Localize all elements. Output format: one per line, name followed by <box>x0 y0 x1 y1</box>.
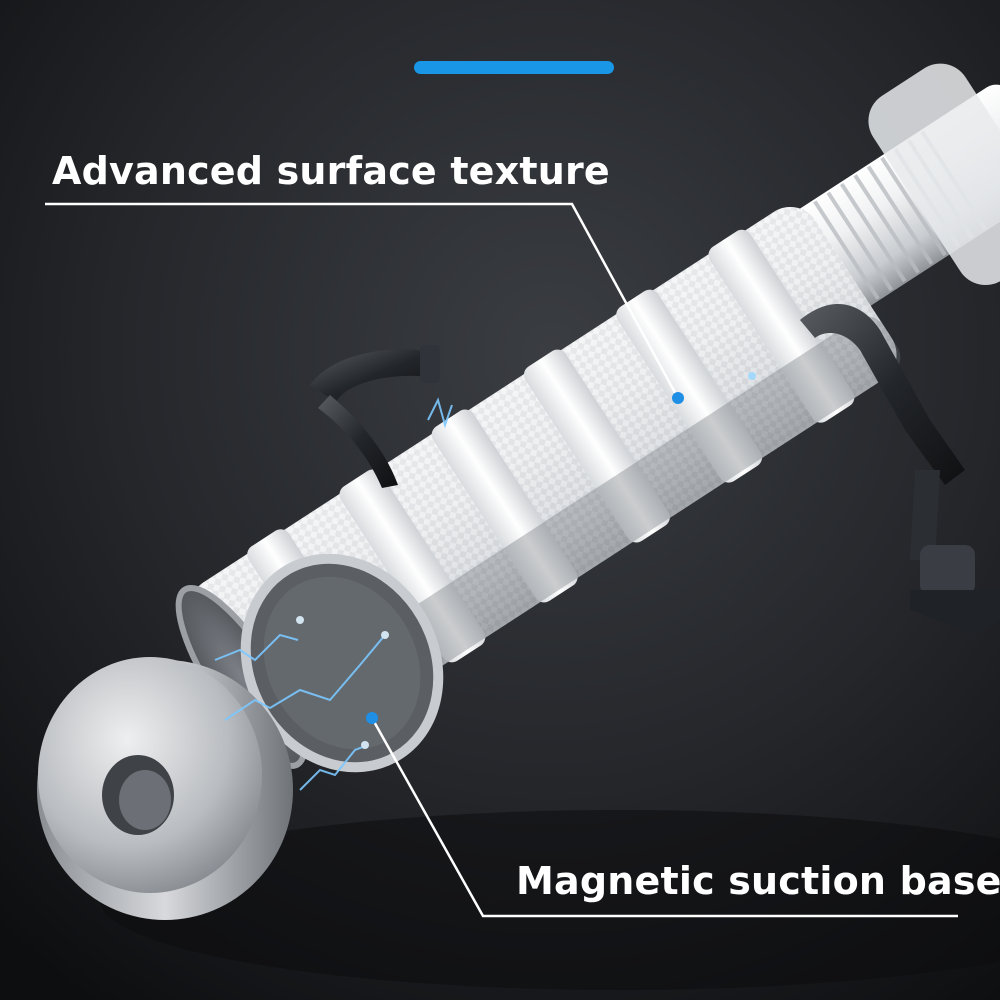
leader-lines <box>45 202 958 918</box>
callout-magnetic-base: Magnetic suction base <box>516 859 1000 903</box>
magnet-disk <box>37 657 293 920</box>
marker-dot-top <box>672 392 684 404</box>
leader-line-top <box>45 202 680 399</box>
floor-shadow <box>100 810 1000 990</box>
leader-line-bottom <box>370 717 958 918</box>
smooth-rings <box>247 229 855 723</box>
left-clamp-arm <box>310 345 440 488</box>
magnetic-sparks <box>214 372 756 791</box>
right-clamp-arm <box>800 303 1000 635</box>
callout-surface-texture: Advanced surface texture <box>52 149 610 193</box>
threaded-rod <box>790 63 1000 314</box>
accent-bar <box>414 61 614 74</box>
marker-dot-bottom <box>366 712 378 724</box>
